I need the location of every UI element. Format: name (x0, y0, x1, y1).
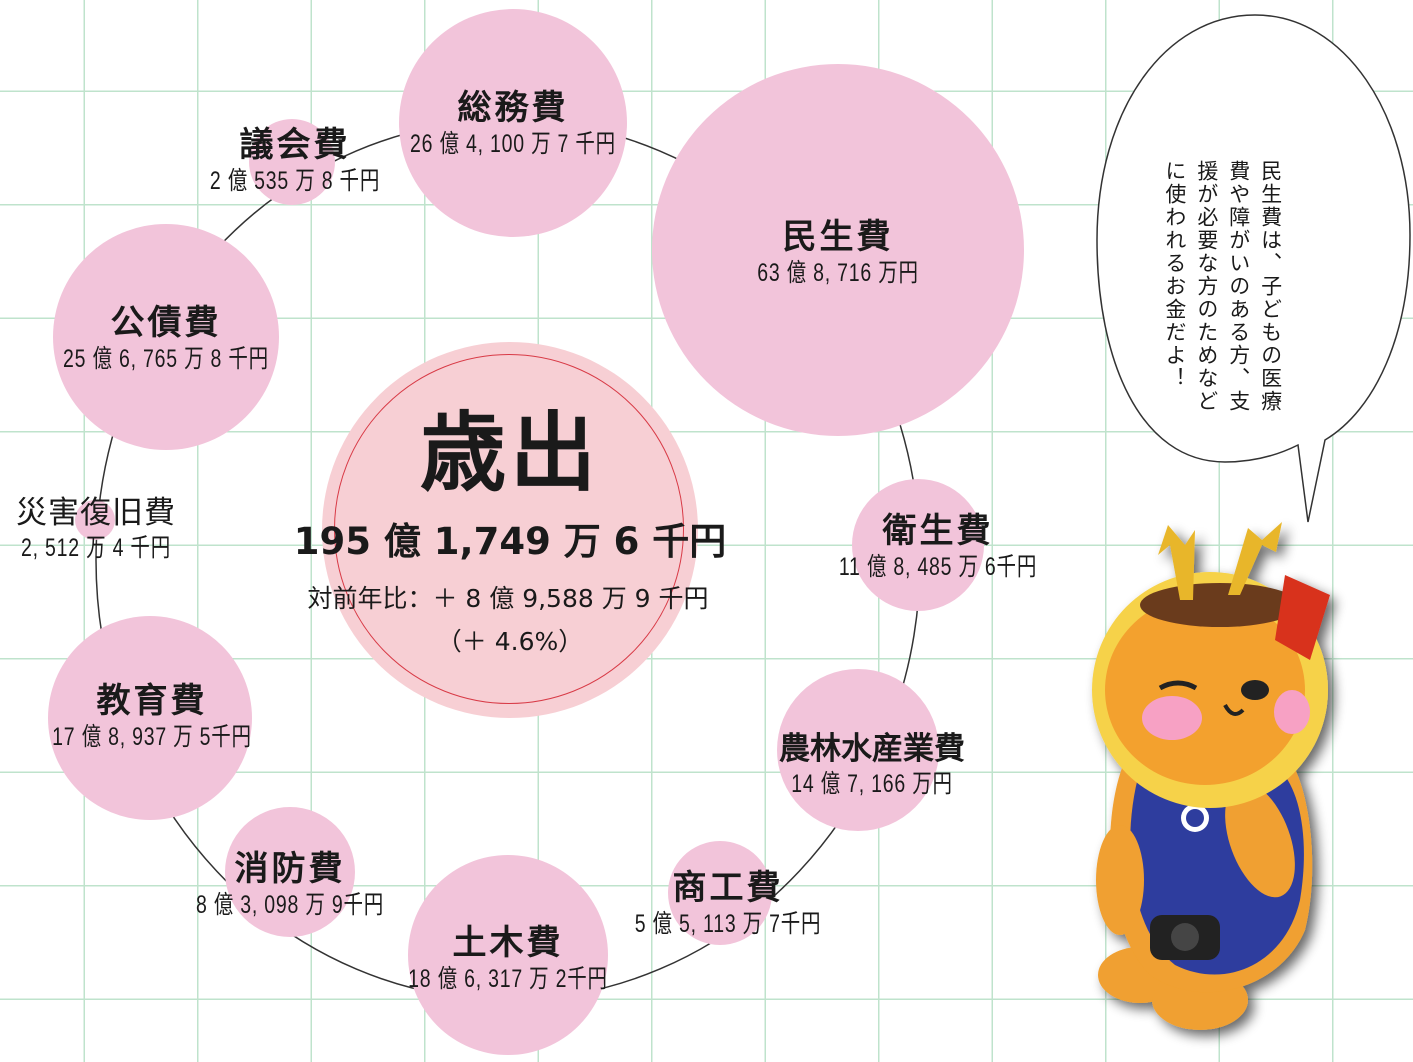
item-amount: 17 億 8, 937 万 5千円 (52, 723, 252, 752)
label-somu: 総務費 26 億 4, 100 万 7 千円 (381, 89, 645, 161)
item-name: 消防費 (234, 849, 346, 890)
item-amount: 18 億 6, 317 万 2千円 (408, 965, 608, 994)
bubble-kosai (53, 224, 279, 450)
bubble-saigai (75, 500, 115, 540)
label-saigai: 災害復旧費 2, 512 万 4 千円 (0, 494, 192, 564)
label-shobo: 消防費 8 億 3, 098 万 9千円 (169, 850, 410, 922)
item-name: 土木費 (452, 923, 564, 964)
item-amount: 2, 512 万 4 千円 (21, 533, 171, 562)
item-name: 衛生費 (882, 511, 994, 552)
item-amount: 11 億 8, 485 万 6千円 (838, 553, 1038, 582)
bubble-shobo (225, 807, 355, 937)
label-norin: 農林水産業費 14 億 7, 166 万円 (768, 730, 975, 800)
item-name: 議会費 (239, 125, 351, 166)
label-shoko: 商工費 5 億 5, 113 万 7千円 (608, 869, 847, 941)
label-kyoiku: 教育費 17 億 8, 937 万 5千円 (24, 682, 280, 754)
item-amount: 8 億 3, 098 万 9千円 (195, 891, 385, 920)
center-ring (334, 354, 684, 704)
item-name: 災害復旧費 (16, 494, 176, 531)
item-name: 民生費 (782, 217, 894, 258)
item-name: 農林水産業費 (779, 730, 965, 767)
bubble-doboku (408, 855, 608, 1055)
label-minsei: 民生費 63 億 8, 716 万円 (734, 218, 941, 290)
item-name: 教育費 (96, 681, 208, 722)
bubble-gikai (249, 119, 335, 205)
item-name: 総務費 (457, 88, 569, 129)
center-total: 195 億 1,749 万 6 千円 (293, 520, 727, 563)
speech-text: 民生費は、子どもの医療 費や障がいのある方、支 援が必要な方のためなど に使われ… (1162, 160, 1283, 413)
bubble-eisei (852, 479, 984, 611)
item-amount: 5 億 5, 113 万 7千円 (634, 910, 822, 939)
center-title: 歳出 (420, 403, 600, 504)
bubble-norin (777, 669, 939, 831)
item-name: 公債費 (110, 303, 222, 344)
item-amount: 63 億 8, 716 万円 (757, 259, 919, 288)
center-yoy: 対前年比：＋ 8 億 9,588 万 9 千円 (307, 584, 709, 613)
item-amount: 25 億 6, 765 万 8 千円 (63, 345, 269, 374)
label-kosai: 公債費 25 億 6, 765 万 8 千円 (34, 304, 298, 376)
bubble-minsei (652, 64, 1024, 436)
label-doboku: 土木費 18 億 6, 317 万 2千円 (380, 924, 636, 996)
bubble-kyoiku (48, 616, 252, 820)
label-gikai: 議会費 2 億 535 万 8 千円 (186, 126, 404, 198)
item-amount: 2 億 535 万 8 千円 (209, 167, 381, 196)
item-amount: 26 億 4, 100 万 7 千円 (410, 130, 616, 159)
bubble-somu (399, 9, 627, 237)
item-name: 商工費 (672, 868, 784, 909)
center-pct: （＋ 4.6%） (436, 627, 584, 656)
label-eisei: 衛生費 11 億 8, 485 万 6千円 (811, 512, 1065, 584)
item-amount: 14 億 7, 166 万円 (791, 769, 953, 798)
bubble-shoko (668, 841, 772, 945)
